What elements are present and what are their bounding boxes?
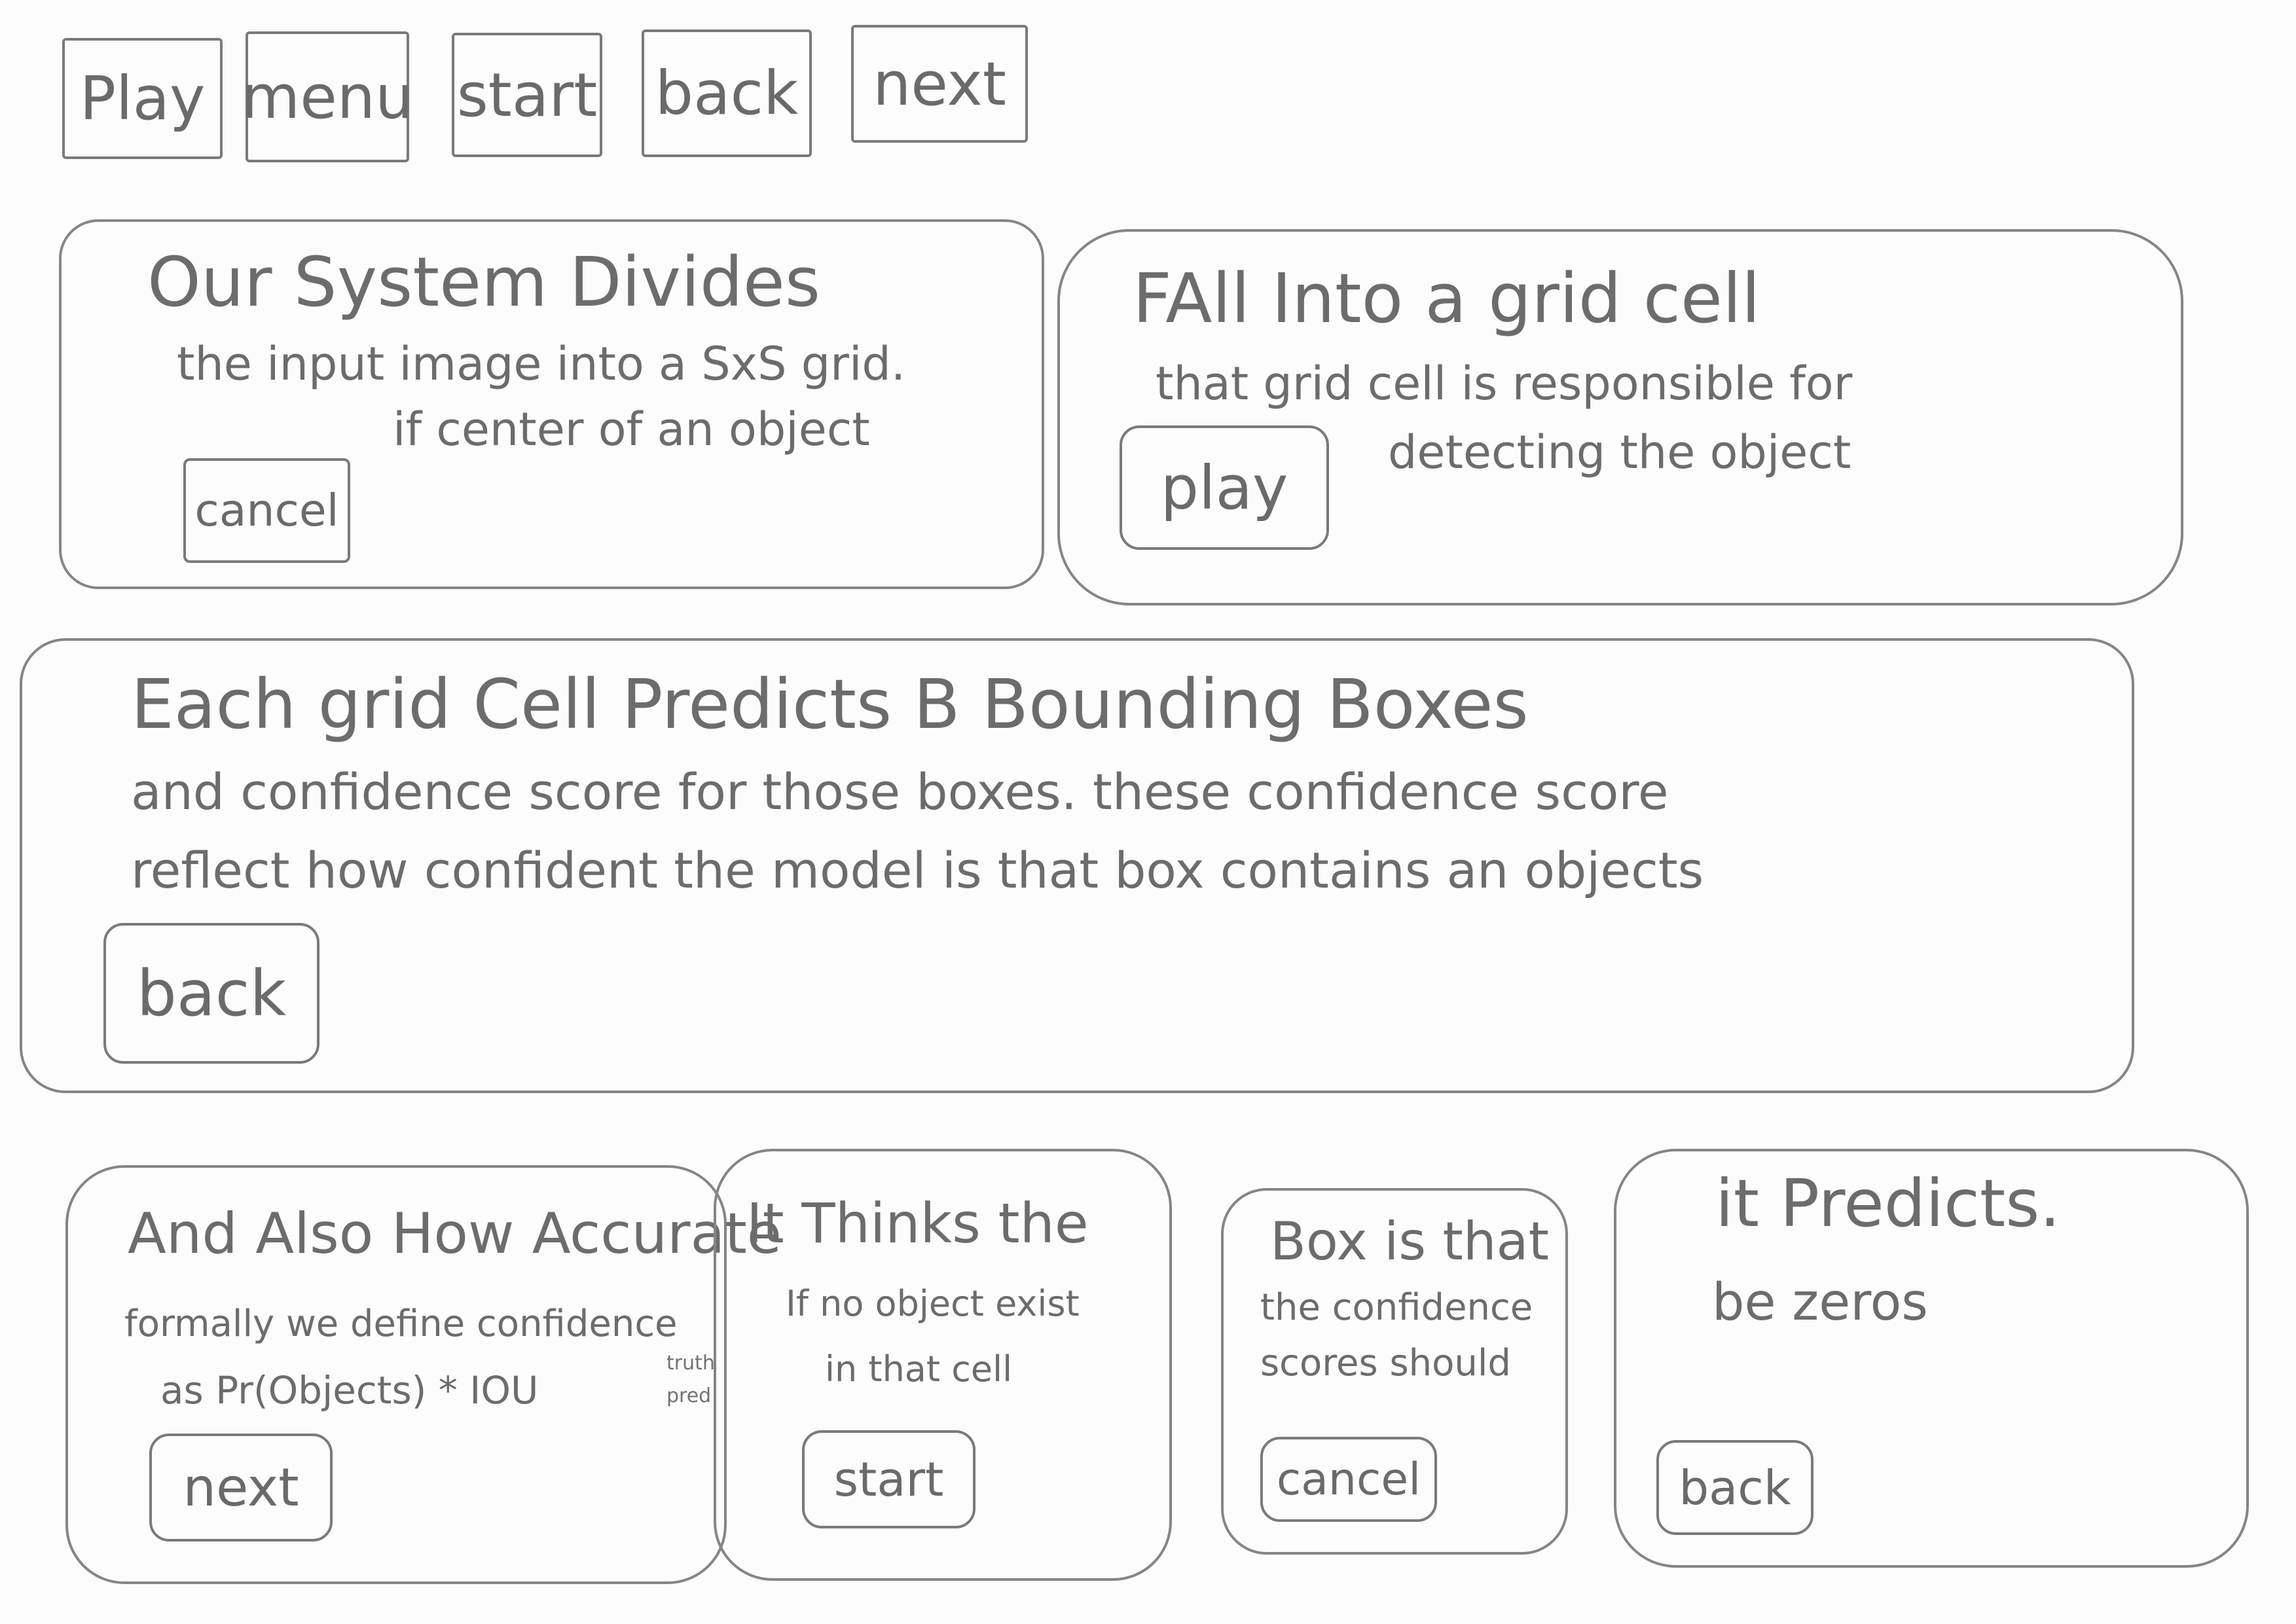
panel-box-confidence xyxy=(1221,1188,1568,1555)
panel6-line2: scores should xyxy=(1260,1342,1511,1384)
panel2-play-button[interactable]: play xyxy=(1120,425,1329,550)
panel3-back-button[interactable]: back xyxy=(103,923,319,1064)
nav-start-button[interactable]: start xyxy=(452,33,602,157)
panel5-start-button[interactable]: start xyxy=(802,1430,975,1528)
panel6-cancel-button[interactable]: cancel xyxy=(1260,1437,1437,1522)
panel4-iou-subscript: pred xyxy=(666,1384,712,1407)
panel3-heading: Each grid Cell Predicts B Bounding Boxes xyxy=(131,664,1529,744)
panel5-line1: If no object exist xyxy=(786,1283,1080,1324)
nav-menu-button[interactable]: menu xyxy=(242,31,413,162)
panel3-line1: and confidence score for those boxes. th… xyxy=(131,763,1669,821)
panel1-heading: Our System Divides xyxy=(147,242,821,322)
panel7-line1: be zeros xyxy=(1712,1273,1928,1332)
nav-back-button[interactable]: back xyxy=(642,29,812,157)
panel1-cancel-button[interactable]: cancel xyxy=(183,458,350,563)
panel7-heading: it Predicts. xyxy=(1715,1165,2061,1242)
panel1-line2: if center of an object xyxy=(393,403,870,456)
panel4-iou-superscript: truth xyxy=(666,1352,715,1375)
panel-thinks xyxy=(714,1149,1172,1581)
panel2-line1: that grid cell is responsible for xyxy=(1156,357,1853,410)
panel-predicts xyxy=(1614,1149,2249,1568)
panel5-heading: It Thinks the xyxy=(746,1191,1089,1255)
panel6-heading: Box is that xyxy=(1270,1211,1549,1272)
panel-grid-cell xyxy=(1057,229,2183,605)
panel-bounding-boxes xyxy=(20,638,2134,1093)
panel2-line2: detecting the object xyxy=(1388,425,1851,479)
panel4-heading: And Also How Accurate xyxy=(128,1201,782,1267)
panel-accuracy xyxy=(65,1165,727,1584)
panel2-heading: FAll Into a grid cell xyxy=(1133,259,1760,338)
panel3-line2: reflect how confident the model is that … xyxy=(131,841,1704,899)
panel4-next-button[interactable]: next xyxy=(149,1434,333,1542)
panel4-line2: as Pr(Objects) * IOU xyxy=(160,1368,539,1413)
panel6-line1: the confidence xyxy=(1260,1286,1533,1329)
panel-grid-division xyxy=(59,219,1044,589)
panel5-line2: in that cell xyxy=(825,1348,1013,1390)
nav-next-button[interactable]: next xyxy=(851,25,1028,143)
panel4-line1: formally we define confidence xyxy=(124,1303,678,1345)
nav-play-button[interactable]: Play xyxy=(62,38,223,159)
panel7-back-button[interactable]: back xyxy=(1656,1440,1813,1535)
panel1-line1: the input image into a SxS grid. xyxy=(177,337,906,391)
